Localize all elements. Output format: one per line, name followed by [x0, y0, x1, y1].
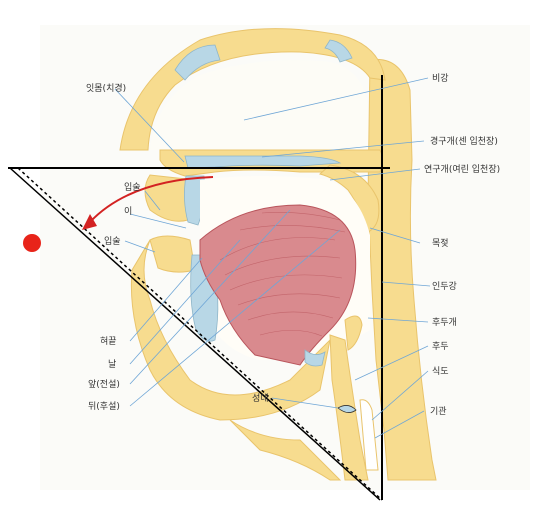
label-esophagus: 식도	[432, 366, 449, 377]
label-teeth: 이	[124, 206, 132, 217]
label-soft-palate: 연구개(여린 입천장)	[424, 163, 500, 175]
label-epiglottis: 후두개	[432, 317, 457, 328]
label-uvula: 목젖	[432, 237, 449, 249]
label-hard-palate: 경구개(센 입천장)	[430, 135, 498, 147]
label-pharynx: 인두강	[432, 281, 457, 292]
label-tongue-tip: 혀끝	[100, 336, 117, 347]
label-tongue-back: 뒤(후설)	[88, 400, 120, 412]
label-tongue-front: 앞(전설)	[88, 378, 120, 390]
label-vocal-cords: 성대	[252, 393, 269, 404]
label-lower-lip: 입술	[104, 235, 121, 247]
label-gum-ridge: 잇몸(치경)	[86, 82, 126, 94]
label-tongue-blade: 날	[108, 359, 116, 370]
label-nasal-cavity: 비강	[432, 73, 449, 84]
label-larynx: 후두	[432, 341, 449, 352]
label-upper-lip: 입술	[124, 181, 141, 193]
red-marker-dot	[23, 234, 41, 252]
label-trachea: 기관	[430, 406, 447, 417]
